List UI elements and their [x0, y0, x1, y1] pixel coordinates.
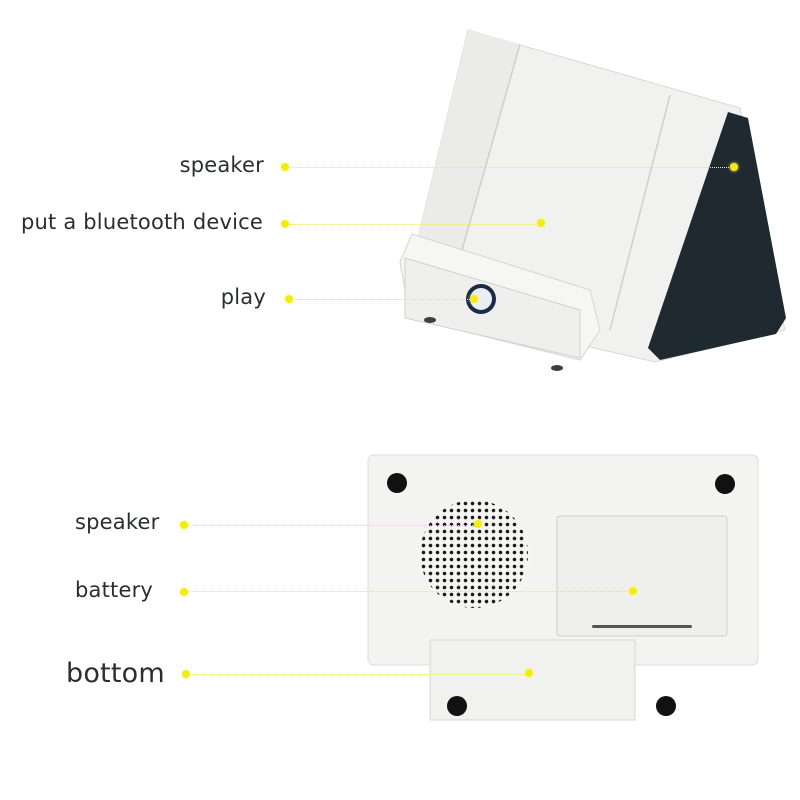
callout-dot [281, 163, 289, 171]
callout-target-dot [470, 295, 478, 303]
callout-label-speaker-top: speaker [179, 153, 264, 177]
callout-line [187, 525, 477, 526]
callout-label-battery: battery [75, 578, 154, 602]
callout-line [288, 167, 733, 168]
callout-target-dot [730, 163, 738, 171]
callout-label-bluetooth-device: put a bluetooth device [20, 210, 263, 234]
speaker-grille-side [648, 112, 786, 360]
callout-dot [180, 588, 188, 596]
callout-line [187, 591, 631, 592]
callout-label-play: play [220, 285, 266, 309]
callout-dot [285, 295, 293, 303]
callout-target-dot [525, 669, 533, 677]
callout-target-dot [474, 520, 482, 528]
callout-label-bottom: bottom [66, 658, 165, 689]
callout-target-dot [629, 587, 637, 595]
battery-cover [556, 515, 728, 637]
callout-dot [281, 220, 289, 228]
speaker-stand-front-view [399, 29, 786, 371]
callout-line [292, 299, 472, 300]
callout-dot [180, 521, 188, 529]
callout-label-speaker-bottom: speaker [75, 510, 160, 534]
callout-line [189, 674, 527, 675]
callout-line [288, 224, 538, 225]
speaker-grille-holes [420, 500, 528, 608]
speaker-bottom-view [367, 454, 759, 721]
callout-dot [182, 670, 190, 678]
callout-target-dot [537, 219, 545, 227]
